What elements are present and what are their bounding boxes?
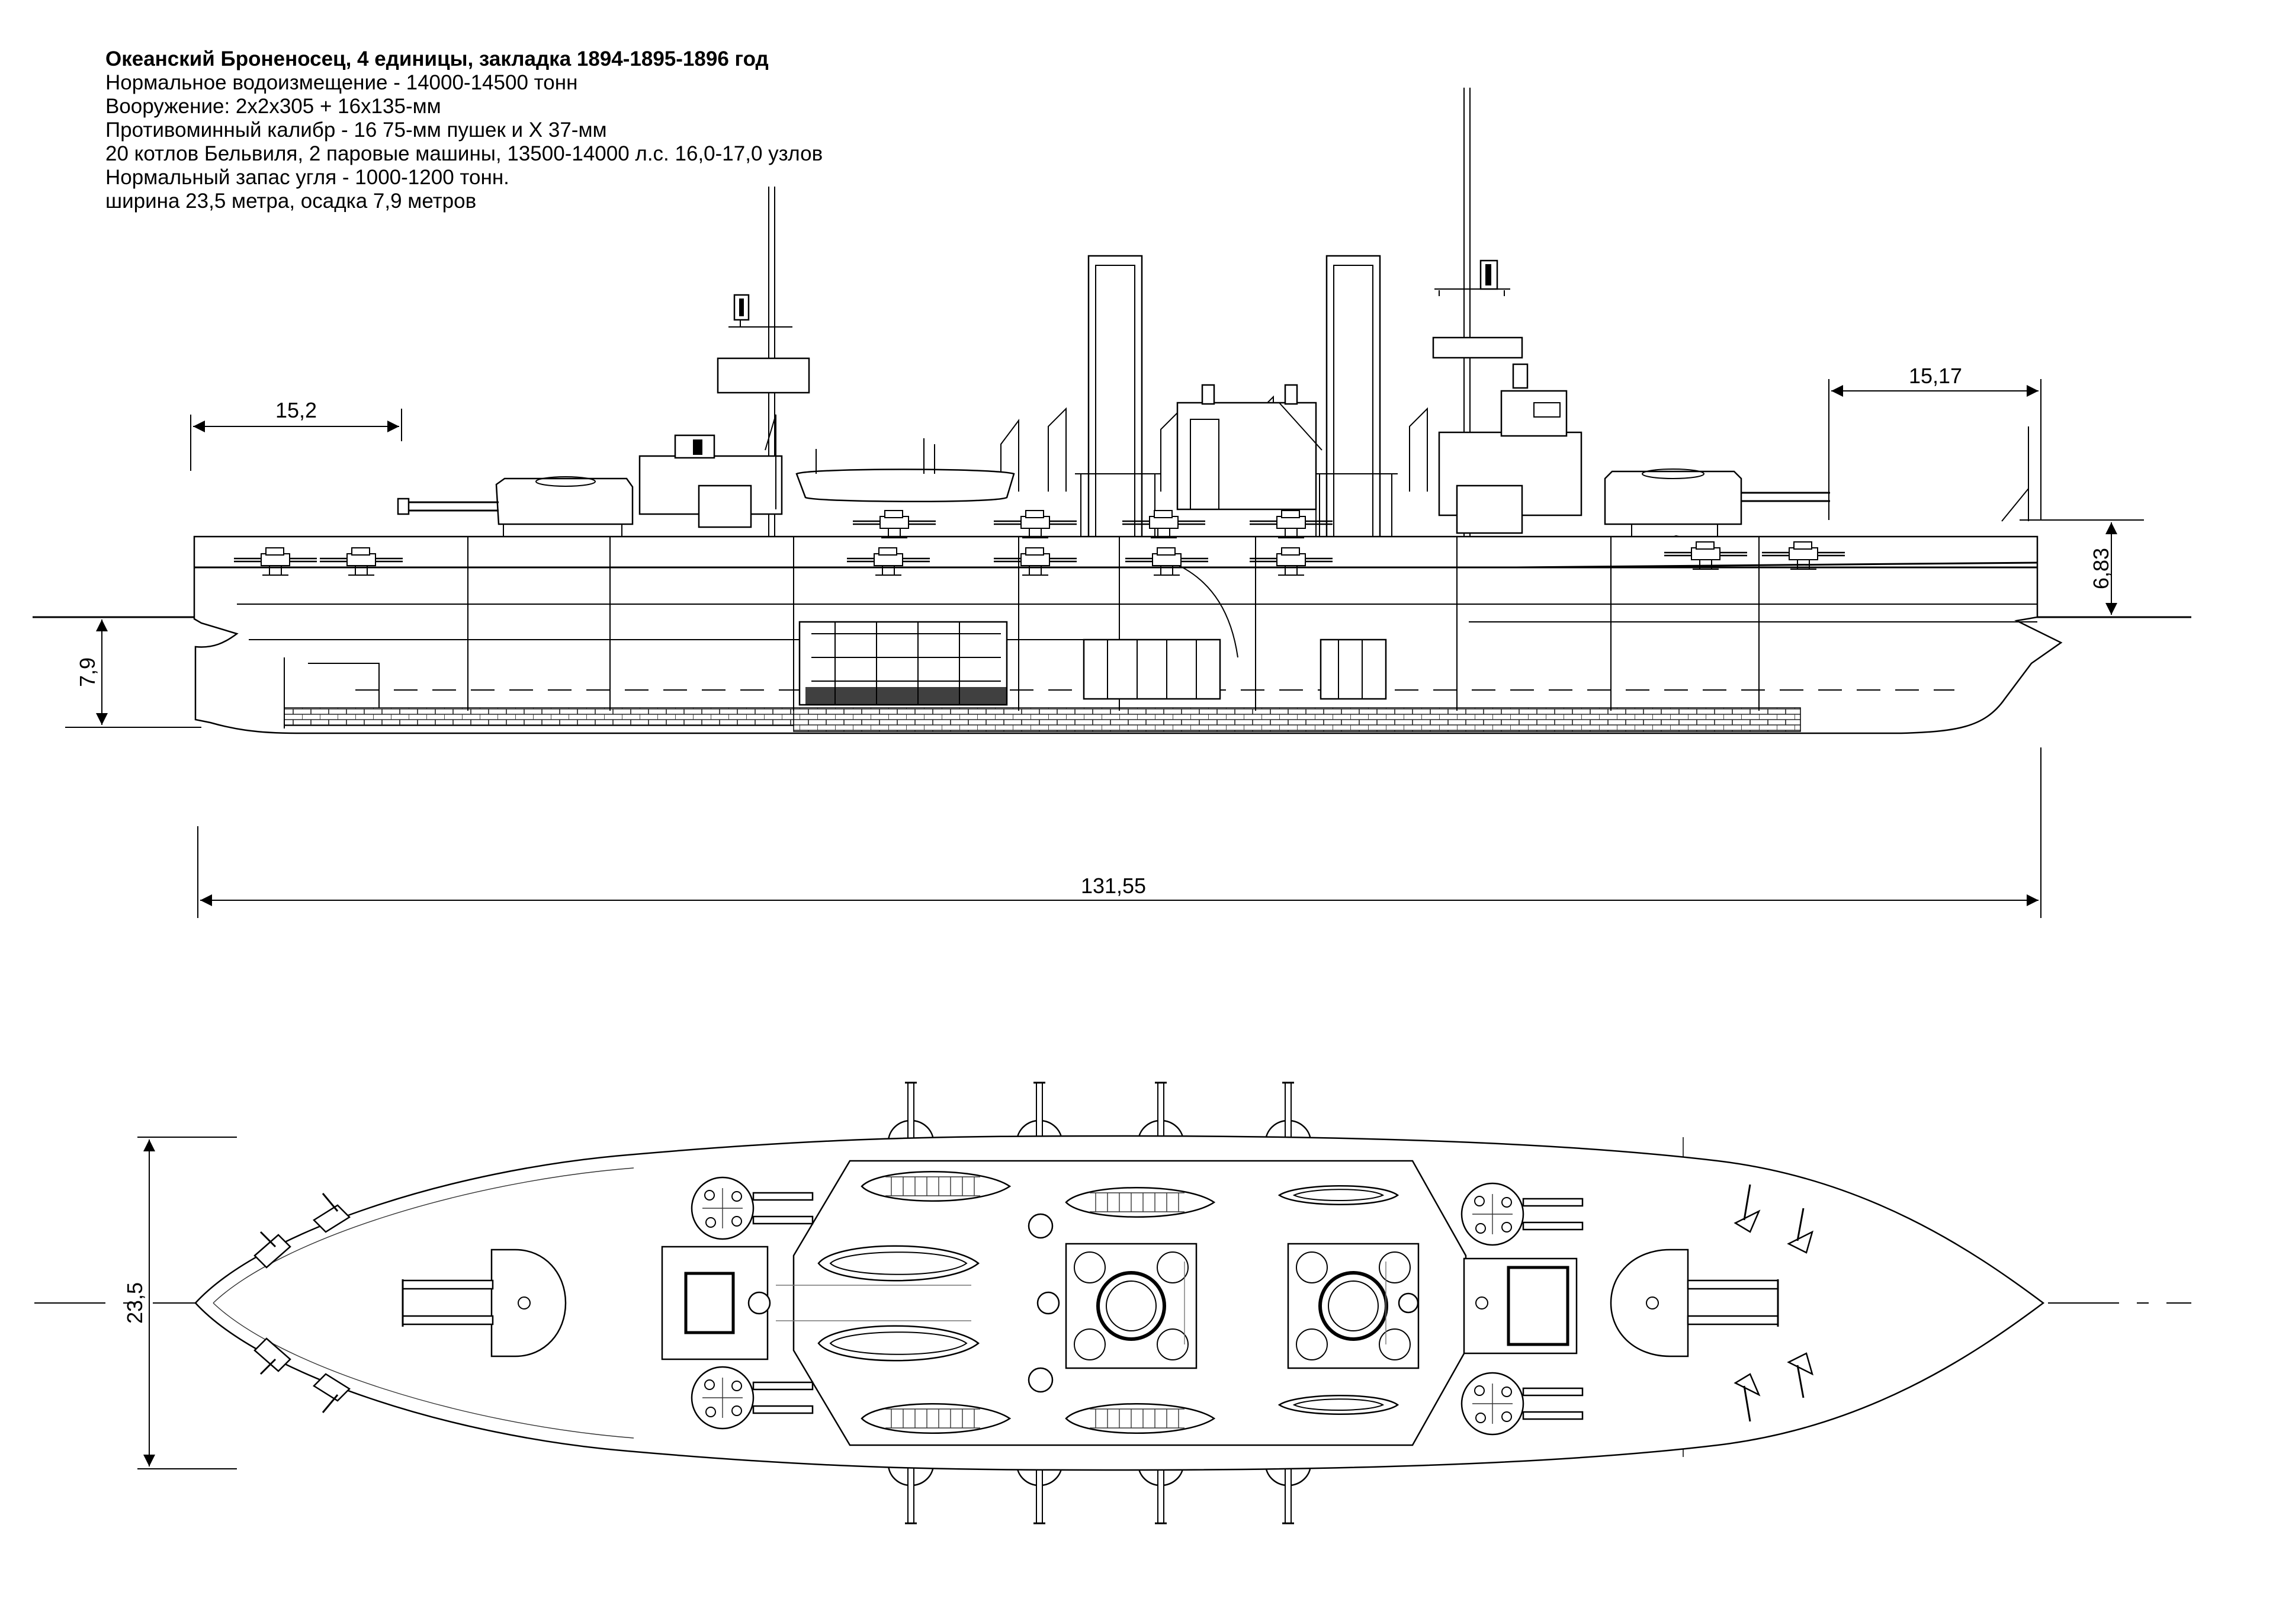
aft-hatch: [1463, 1257, 1578, 1355]
sponson-gun: [887, 1463, 935, 1524]
sponson-gun: [887, 1081, 935, 1143]
dimension-draft: 7,9: [65, 617, 201, 728]
aft-main-turret-plan: [1610, 1249, 1779, 1357]
funnel-base-fore: [1066, 1244, 1196, 1368]
ship-title: Океанский Броненосец, 4 единицы, закладк…: [105, 47, 769, 70]
top-plan: [34, 1081, 2191, 1524]
midship-superstructure: [1176, 384, 1322, 616]
steam-pinnace: [1277, 1185, 1399, 1415]
sponson-gun: [1016, 1463, 1063, 1524]
mainmast: [1432, 88, 1529, 577]
sponson-gun: [1137, 1081, 1184, 1143]
spec-antitorpedo: Противоминный калибр - 16 75-мм пушек и …: [105, 118, 607, 142]
spec-armament: Вооружение: 2х2х305 + 16х135-мм: [105, 95, 441, 118]
fore-main-turret: [397, 476, 634, 569]
sponson-gun: [1016, 1081, 1063, 1143]
length-label: 131,55: [1081, 874, 1146, 898]
boilers-side-fore: [1083, 562, 1238, 700]
bow-overhang-label: 15,2: [275, 398, 317, 422]
dimension-freeboard: 6,83: [2020, 519, 2191, 618]
spec-machinery: 20 котлов Бельвиля, 2 паровые машины, 13…: [105, 142, 823, 165]
hull: [193, 535, 2063, 734]
spec-coal: Нормальный запас угля - 1000-1200 тонн.: [105, 166, 509, 189]
boilers-side-aft: [1320, 638, 1387, 700]
draft-label: 7,9: [75, 657, 99, 687]
jackstaff: [2001, 426, 2029, 522]
engines-side: [798, 621, 1008, 706]
sponson-gun: [1137, 1463, 1184, 1524]
stern-overhang-label: 15,17: [1909, 364, 1962, 388]
fore-hatch: [661, 1246, 771, 1360]
spec-dimensions: ширина 23,5 метра, осадка 7,9 метров: [105, 190, 477, 213]
dimension-bow-overhang: 15,2: [190, 398, 402, 471]
launch-side: [795, 438, 1015, 503]
specification-block: Океанский Броненосец, 4 единицы, закладк…: [105, 47, 823, 213]
aft-bridge: [1438, 390, 1582, 534]
freeboard-label: 6,83: [2089, 548, 2113, 589]
sponson-gun: [1264, 1081, 1312, 1143]
upper-deck-gun: [993, 509, 1078, 539]
dimension-length: 131,55: [197, 747, 2041, 918]
fore-bridge: [638, 414, 783, 528]
dimension-stern-overhang: 15,17: [1828, 364, 2041, 520]
sponson-gun: [1264, 1463, 1312, 1524]
spec-displacement: Нормальное водоизмещение - 14000-14500 т…: [105, 71, 578, 94]
side-elevation: [33, 88, 2191, 734]
upper-deck-gun: [852, 509, 937, 539]
fore-main-turret-plan: [402, 1249, 567, 1357]
